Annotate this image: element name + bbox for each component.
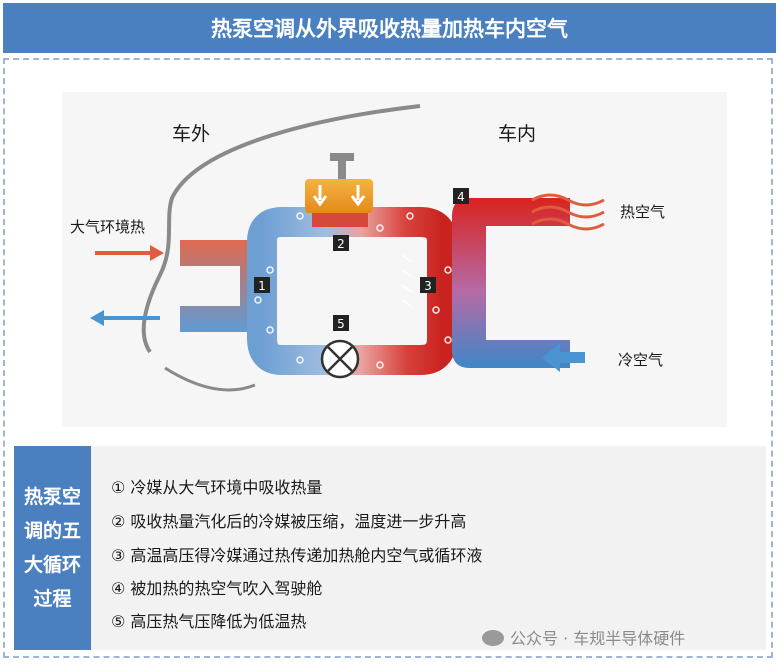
- compressor-icon: [305, 153, 373, 227]
- refrigerant-bubbles: [254, 212, 452, 369]
- label-outside: 车外: [172, 123, 210, 145]
- side-label-line: 热泵空: [23, 486, 81, 508]
- steps-list: ① 冷媒从大气环境中吸收热量 ② 吸收热量汽化后的冷媒被压缩，温度进一步升高 ③…: [91, 446, 766, 650]
- marker-1: 1: [254, 277, 270, 293]
- hot-air-waves: [531, 193, 605, 231]
- watermark: 公众号 · 车规半导体硬件: [482, 625, 685, 649]
- marker-2: 2: [333, 235, 349, 251]
- step-1: ① 冷媒从大气环境中吸收热量: [111, 478, 323, 497]
- label-inside: 车内: [498, 123, 536, 145]
- svg-text:5: 5: [337, 317, 345, 331]
- title-text: 热泵空调从外界吸收热量加热车内空气: [211, 17, 568, 41]
- car-body-outline: [141, 104, 421, 354]
- svg-text:4: 4: [457, 190, 465, 204]
- car-body-inner-outline: [164, 366, 256, 392]
- step-3: ③ 高温高压得冷媒通过热传递加热舱内空气或循环液: [111, 546, 483, 565]
- step-4: ④ 被加热的热空气吹入驾驶舱: [111, 579, 323, 598]
- cabin-exchanger-fins: [401, 254, 413, 308]
- refrigerant-loop: [247, 207, 457, 375]
- marker-5: 5: [333, 315, 349, 331]
- label-ambient-heat: 大气环境热: [70, 218, 145, 236]
- side-label-line: 调的五: [23, 520, 81, 542]
- cabin-duct: [452, 198, 570, 368]
- svg-text:3: 3: [424, 279, 432, 293]
- side-label-line: 大循环: [23, 554, 81, 576]
- svg-text:1: 1: [258, 279, 266, 293]
- expansion-valve-icon: [320, 339, 360, 379]
- label-hot-air: 热空气: [620, 203, 665, 221]
- step-2: ② 吸收热量汽化后的冷媒被压缩，温度进一步升高: [111, 512, 467, 531]
- side-label-line: 过程: [33, 588, 72, 610]
- watermark-text: 公众号 · 车规半导体硬件: [510, 629, 686, 648]
- marker-4: 4: [453, 188, 469, 204]
- svg-text:2: 2: [337, 237, 345, 251]
- step-5: ⑤ 高压热气压降低为低温热: [111, 612, 307, 631]
- exhaust-cold-arrow: [90, 310, 160, 326]
- wechat-icon: [482, 630, 504, 646]
- marker-3: 3: [420, 277, 436, 293]
- ambient-heat-arrow: [95, 245, 164, 261]
- label-cold-air: 冷空气: [618, 351, 663, 369]
- diagram-frame: [3, 58, 773, 658]
- cold-air-arrow: [542, 343, 585, 372]
- page-title: 热泵空调从外界吸收热量加热车内空气: [3, 3, 776, 53]
- five-cycles-label: 热泵空 调的五 大循环 过程: [14, 446, 91, 650]
